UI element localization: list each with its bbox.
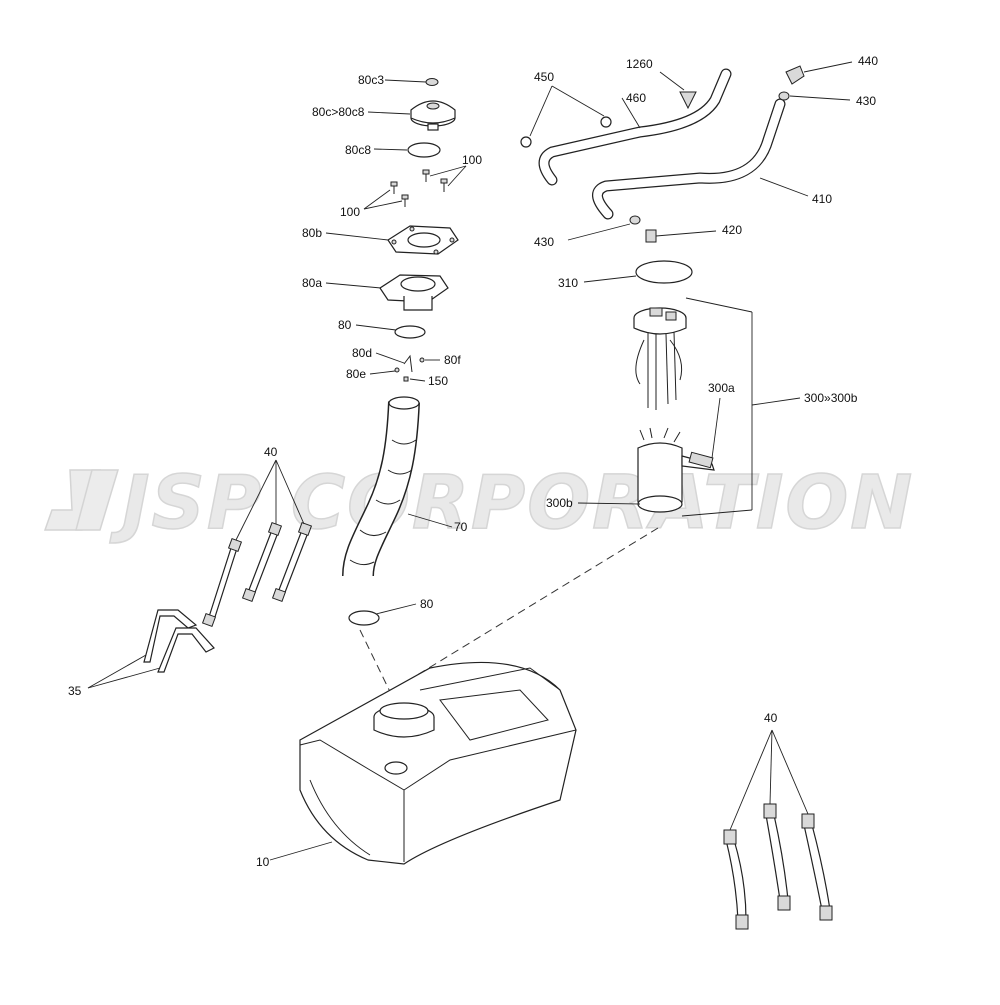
part-300-fuel-pump bbox=[577, 307, 721, 513]
part-80c-fuel-cap bbox=[367, 100, 456, 131]
part-300-group-bracket bbox=[681, 297, 801, 517]
label-430-top: 430 bbox=[856, 94, 876, 108]
label-450: 450 bbox=[534, 70, 554, 84]
part-labels: 80c3 80c>80c8 80c8 100 100 80b 80a 80 80… bbox=[68, 54, 878, 869]
label-460: 460 bbox=[626, 91, 646, 105]
label-35: 35 bbox=[68, 684, 82, 698]
part-450-clips bbox=[520, 85, 612, 148]
label-430-mid: 430 bbox=[534, 235, 554, 249]
part-40-straps-right bbox=[723, 729, 833, 930]
label-80a: 80a bbox=[302, 276, 322, 290]
part-310-lock-ring bbox=[583, 260, 693, 284]
label-80e: 80e bbox=[346, 367, 366, 381]
watermark: JSP CORPORATION bbox=[43, 459, 914, 547]
part-440-valve bbox=[785, 61, 853, 85]
label-40-left: 40 bbox=[264, 445, 278, 459]
part-80a-flange bbox=[325, 274, 449, 311]
label-70: 70 bbox=[454, 520, 468, 534]
label-80-bottom: 80 bbox=[420, 597, 434, 611]
label-80-top: 80 bbox=[338, 318, 352, 332]
part-35-brackets bbox=[87, 609, 215, 689]
part-420-fitting bbox=[645, 229, 717, 243]
label-1260: 1260 bbox=[626, 57, 653, 71]
label-440: 440 bbox=[858, 54, 878, 68]
label-300a: 300a bbox=[708, 381, 735, 395]
part-80c8-ring bbox=[373, 142, 441, 158]
part-460-vent-hose bbox=[538, 68, 732, 186]
part-410-vent-hose bbox=[592, 98, 809, 220]
watermark-text: JSP CORPORATION bbox=[109, 460, 914, 546]
part-80b-gasket bbox=[325, 225, 459, 255]
label-100-left: 100 bbox=[340, 205, 360, 219]
part-80c3 bbox=[384, 78, 439, 86]
label-150: 150 bbox=[428, 374, 448, 388]
label-80f: 80f bbox=[444, 353, 461, 367]
alignment-line-left bbox=[359, 629, 395, 701]
part-80-clamp-bottom bbox=[348, 603, 417, 626]
part-430-clamp-mid bbox=[567, 215, 641, 241]
part-10-fuel-tank bbox=[269, 661, 577, 865]
part-80-clamp-top bbox=[355, 324, 426, 339]
alignment-line-right bbox=[395, 527, 659, 689]
label-80b: 80b bbox=[302, 226, 322, 240]
part-70-filler-hose bbox=[342, 396, 453, 577]
label-80c3: 80c3 bbox=[358, 73, 384, 87]
label-410: 410 bbox=[812, 192, 832, 206]
label-80c8: 80c8 bbox=[345, 143, 371, 157]
watermark-logo-bar-icon bbox=[75, 469, 120, 531]
label-300b: 300b bbox=[546, 496, 573, 510]
label-80d: 80d bbox=[352, 346, 372, 360]
label-40-right: 40 bbox=[764, 711, 778, 725]
label-420: 420 bbox=[722, 223, 742, 237]
label-300-300b: 300»300b bbox=[804, 391, 858, 405]
part-430-clamp-top bbox=[778, 91, 851, 101]
part-1260-tee bbox=[659, 71, 697, 110]
part-40-straps-left bbox=[201, 459, 313, 628]
label-80c-80c8: 80c>80c8 bbox=[312, 105, 365, 119]
label-10: 10 bbox=[256, 855, 270, 869]
label-310: 310 bbox=[558, 276, 578, 290]
part-small-hardware bbox=[369, 352, 440, 382]
part-100-screws bbox=[363, 165, 467, 210]
label-100-top: 100 bbox=[462, 153, 482, 167]
